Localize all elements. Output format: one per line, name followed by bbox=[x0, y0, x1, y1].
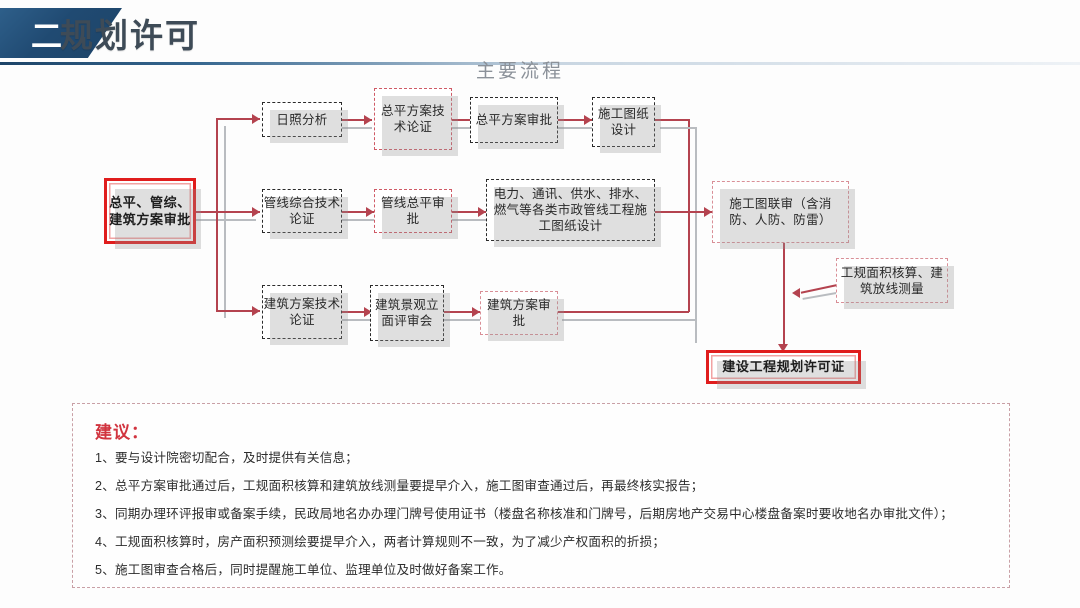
node-start-approval-label: 总平、管综、建筑方案审批 bbox=[109, 194, 191, 227]
connector-top-1-2 bbox=[342, 119, 372, 121]
flowchart-title: 主要流程 bbox=[476, 61, 565, 82]
connector-spine-shadow bbox=[224, 126, 226, 318]
node-pipeline-site-plan-approval-label: 管线总平审批 bbox=[380, 196, 445, 226]
node-site-plan-approval[interactable]: 总平方案审批 bbox=[470, 97, 564, 149]
node-landscape-facade-review[interactable]: 建筑景观立面评审会 bbox=[370, 285, 450, 347]
header-divider bbox=[0, 62, 1080, 65]
connector-bot-1-2-shadow bbox=[342, 319, 372, 321]
connector-bot-2-3 bbox=[444, 311, 480, 313]
arrow-top-3-4 bbox=[584, 115, 592, 125]
connector-to-top-row bbox=[216, 118, 260, 120]
node-municipal-pipeline-drawings[interactable]: 电力、通讯、供水、排水、燃气等各类市政管线工程施工图纸设计 bbox=[486, 179, 661, 247]
node-joint-drawing-review-label: 施工图联审（含消防、人防、防雷） bbox=[729, 197, 832, 227]
arrow-to-bottom-row bbox=[252, 306, 260, 316]
node-site-plan-approval-label: 总平方案审批 bbox=[475, 113, 553, 127]
connector-mid-2-3-shadow bbox=[452, 219, 486, 221]
node-final-permit-label: 建设工程规划许可证 bbox=[722, 359, 845, 375]
connector-bot-to-bus bbox=[558, 311, 689, 313]
suggestions-title: 建议： bbox=[95, 423, 149, 442]
connector-bus-top-vertical bbox=[688, 119, 690, 211]
arrow-to-joint-review bbox=[704, 207, 712, 217]
connector-bot-1-2 bbox=[342, 311, 372, 313]
connector-top-3-4-shadow bbox=[558, 127, 592, 129]
connector-bus-bottom-vertical bbox=[688, 211, 690, 312]
node-construction-drawing-design[interactable]: 施工图纸设计 bbox=[592, 97, 661, 153]
connector-mid-to-joint bbox=[655, 211, 712, 213]
connector-mid-1-2-shadow bbox=[342, 219, 374, 221]
connector-start-out-shadow bbox=[196, 219, 256, 221]
list-item: 1、要与设计院密切配合，及时提供有关信息； bbox=[95, 451, 359, 465]
connector-top-to-bus bbox=[655, 119, 690, 121]
node-architecture-tech-review-label: 建筑方案技术论证 bbox=[263, 297, 341, 327]
node-municipal-pipeline-drawings-label: 电力、通讯、供水、排水、燃气等各类市政管线工程施工图纸设计 bbox=[493, 187, 648, 233]
node-joint-drawing-review[interactable]: 施工图联审（含消防、人防、防雷） bbox=[712, 181, 855, 249]
node-start-approval[interactable]: 总平、管综、建筑方案审批 bbox=[104, 178, 201, 249]
list-item: 2、总平方案审批通过后，工规面积核算和建筑放线测量要提早介入，施工图审查通过后，… bbox=[95, 479, 704, 493]
list-item: 5、施工图审查合格后，同时提醒施工单位、监理单位及时做好备案工作。 bbox=[95, 563, 512, 577]
arrow-top-1-2 bbox=[364, 115, 372, 125]
node-construction-drawing-design-label: 施工图纸设计 bbox=[597, 107, 650, 137]
arrow-to-middle-row bbox=[252, 207, 260, 217]
connector-to-bottom-row bbox=[216, 310, 260, 312]
connector-top-3-4 bbox=[558, 119, 592, 121]
node-site-plan-tech-review-label: 总平方案技术论证 bbox=[380, 104, 445, 134]
node-architecture-scheme-approval[interactable]: 建筑方案审批 bbox=[480, 291, 564, 341]
arrow-to-final bbox=[778, 344, 788, 352]
node-sunlight-analysis-label: 日照分析 bbox=[276, 112, 328, 127]
node-area-calculation-note[interactable]: 工规面积核算、建筑放线测量 bbox=[836, 258, 954, 309]
node-area-calculation-note-label: 工规面积核算、建筑放线测量 bbox=[840, 265, 944, 296]
connector-bot-2-3-shadow bbox=[444, 319, 480, 321]
node-sunlight-analysis[interactable]: 日照分析 bbox=[262, 102, 348, 143]
connector-bot-to-bus-shadow bbox=[562, 319, 696, 321]
node-site-plan-tech-review[interactable]: 总平方案技术论证 bbox=[374, 88, 458, 156]
connector-bus-shadow bbox=[695, 127, 697, 343]
connector-joint-to-final bbox=[783, 243, 785, 348]
connector-top-to-bus-shadow bbox=[660, 127, 696, 129]
arrow-to-top-row bbox=[252, 114, 260, 124]
arrow-mid-2-3 bbox=[478, 207, 486, 217]
connector-mid-2-3 bbox=[452, 211, 486, 213]
node-pipeline-site-plan-approval[interactable]: 管线总平审批 bbox=[374, 189, 458, 239]
connector-to-middle-row bbox=[216, 211, 260, 213]
node-architecture-scheme-approval-label: 建筑方案审批 bbox=[486, 298, 551, 328]
node-architecture-tech-review[interactable]: 建筑方案技术论证 bbox=[262, 285, 348, 345]
suggestions-panel: 建议： 1、要与设计院密切配合，及时提供有关信息； 2、总平方案审批通过后，工规… bbox=[72, 403, 1010, 588]
list-item: 3、同期办理环评报审或备案手续，民政局地名办办理门牌号使用证书（楼盘名称核准和门… bbox=[95, 507, 954, 521]
connector-spine-up bbox=[216, 118, 218, 212]
page-title: 规划许可 bbox=[60, 17, 200, 54]
connector-spine-down bbox=[216, 211, 218, 310]
node-final-permit[interactable]: 建设工程规划许可证 bbox=[706, 350, 866, 389]
connector-mid-1-2 bbox=[342, 211, 374, 213]
section-number: 二 bbox=[31, 18, 63, 55]
connector-top-2-3-shadow bbox=[452, 127, 478, 129]
node-pipeline-integrated-review-label: 管线综合技术论证 bbox=[263, 196, 341, 226]
arrow-bot-1-2 bbox=[364, 307, 372, 317]
slide-header: 二 规划许可 bbox=[0, 0, 1080, 66]
node-landscape-facade-review-label: 建筑景观立面评审会 bbox=[374, 298, 439, 328]
arrow-sidenote bbox=[792, 288, 800, 298]
node-pipeline-integrated-review[interactable]: 管线综合技术论证 bbox=[262, 189, 348, 239]
list-item: 4、工规面积核算时，房产面积预测绘要提早介入，两者计算规则不一致，为了减少产权面… bbox=[95, 535, 666, 549]
connector-top-1-2-shadow bbox=[342, 127, 372, 129]
arrow-bot-2-3 bbox=[472, 307, 480, 317]
arrow-mid-1-2 bbox=[366, 207, 374, 217]
suggestions-list: 1、要与设计院密切配合，及时提供有关信息； 2、总平方案审批通过后，工规面积核算… bbox=[95, 450, 997, 590]
connector-top-2-3 bbox=[452, 119, 478, 121]
